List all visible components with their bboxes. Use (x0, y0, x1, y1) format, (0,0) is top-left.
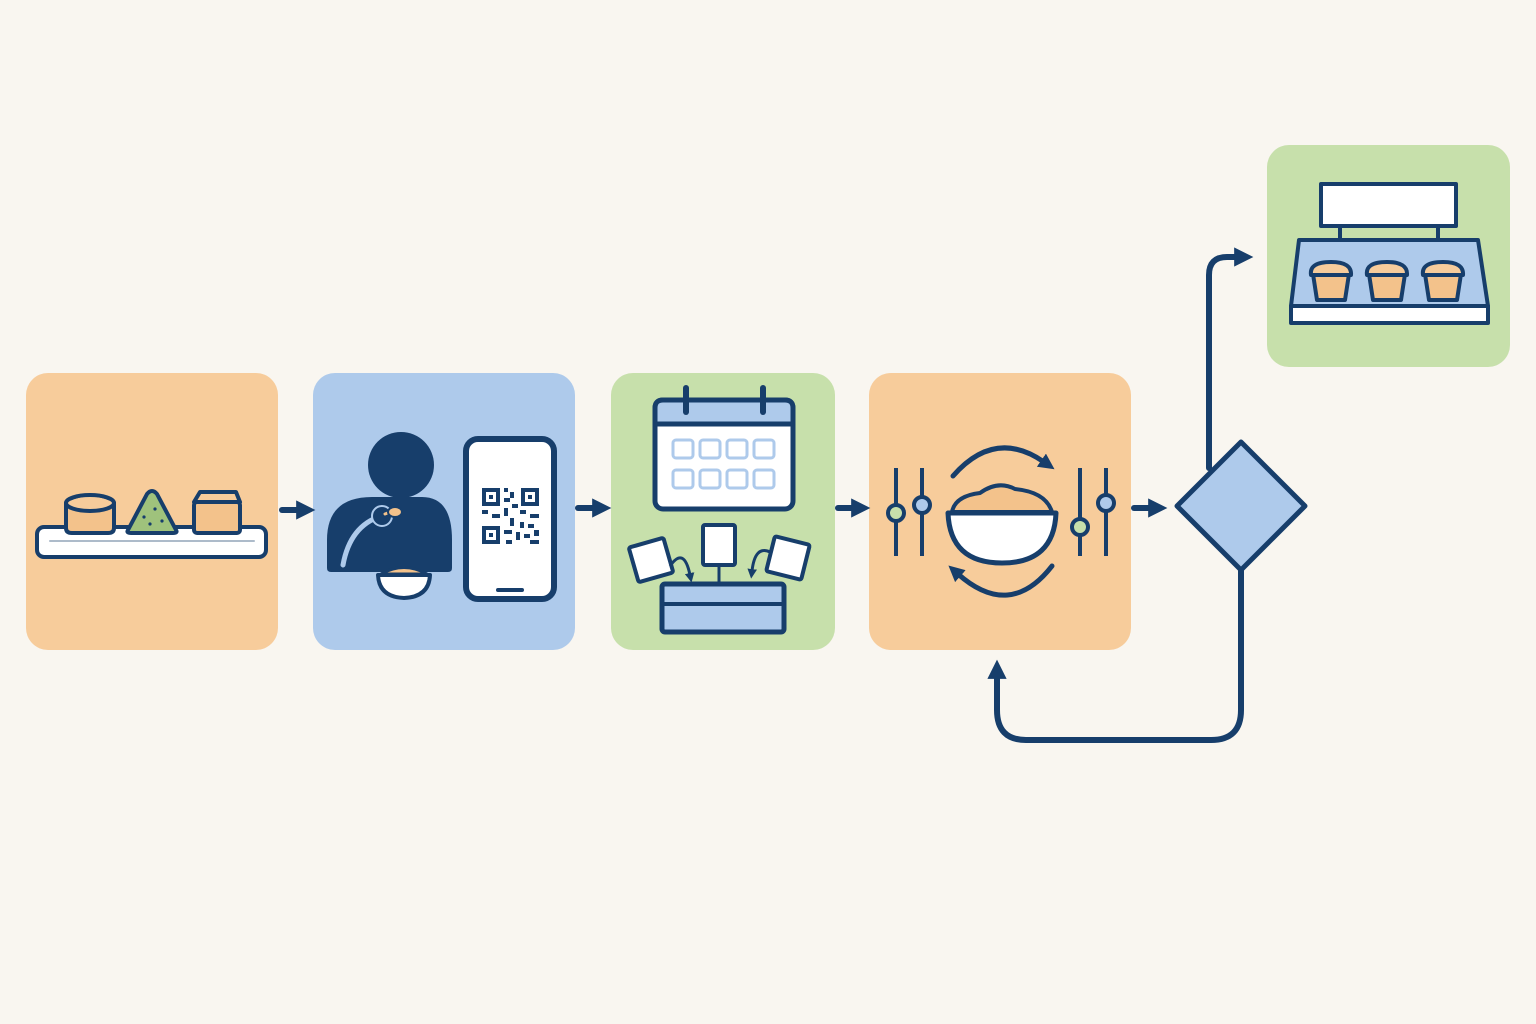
smartphone-icon (463, 436, 557, 602)
dessert-tray-icon (35, 489, 268, 559)
qr-code-icon (482, 488, 539, 544)
connector-arrow-up-branch (1206, 247, 1254, 471)
pudding-icon (64, 493, 116, 535)
feedback-cards-icon (627, 523, 812, 593)
step-sample-tray (26, 373, 278, 650)
person-eating-icon (327, 432, 452, 600)
display-counter-icon (1289, 182, 1490, 325)
sign-board (1319, 182, 1458, 228)
connector-arrow-loop-back (987, 567, 1244, 743)
person-body (327, 497, 452, 572)
slider-controls-right-icon (1070, 468, 1116, 556)
mixing-bowl-icon (945, 483, 1059, 566)
calendar-icon (652, 385, 796, 512)
spoon-bowl (387, 506, 403, 518)
collection-box-icon (659, 581, 787, 635)
slider-controls-left-icon (886, 468, 932, 556)
bowl-icon (376, 566, 432, 600)
cupcake-icon (1308, 260, 1354, 302)
step-customer-feedback (313, 373, 575, 650)
cupcake-icon (1420, 260, 1466, 302)
cupcake-icon (1364, 260, 1410, 302)
step-schedule-collect (611, 373, 835, 650)
refresh-cycle-icon (948, 445, 1055, 598)
connectors (279, 247, 1254, 743)
person-head (368, 432, 434, 498)
step-recipe-adjust (869, 373, 1131, 650)
matcha-cake-icon (125, 489, 179, 535)
cube-cake-icon (192, 490, 242, 535)
step-display-case (1267, 145, 1510, 367)
